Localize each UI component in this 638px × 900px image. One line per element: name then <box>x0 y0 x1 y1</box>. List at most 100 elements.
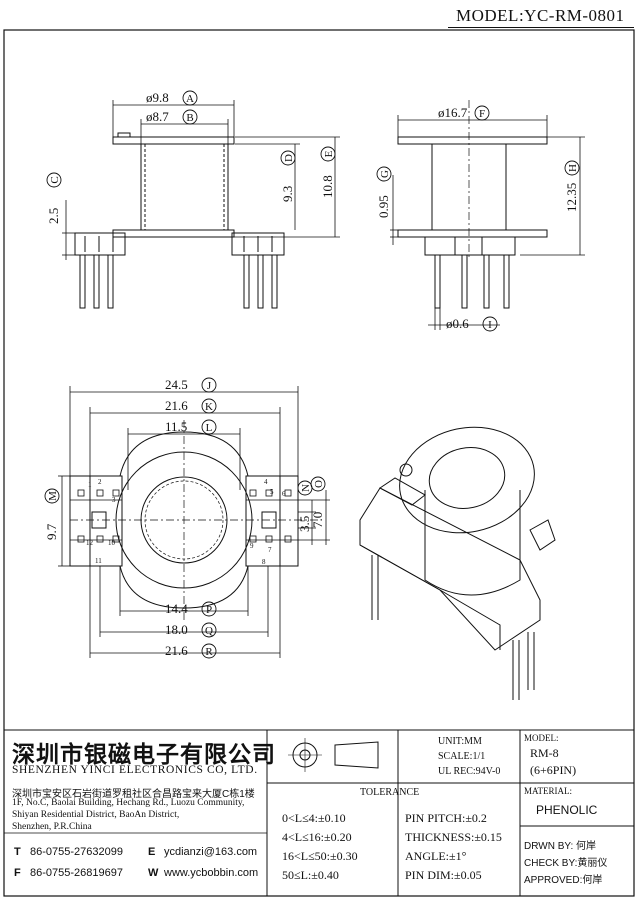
tol-1: 4<L≤16:±0.20 <box>282 830 352 844</box>
tolerance-title: TOLERANCE <box>360 787 420 798</box>
dim-value-R: 21.6 <box>165 643 188 658</box>
company-name-cn: 深圳市银磁电子有限公司 <box>12 742 276 768</box>
dim-Q: 18.0 Q <box>165 622 217 638</box>
dim-value-B: ø8.7 <box>146 109 169 124</box>
pin-pitch: PIN PITCH:±0.2 <box>405 811 487 825</box>
thickness: THICKNESS:±0.15 <box>405 830 502 844</box>
dim-letter-Q: Q <box>205 625 213 637</box>
address-en-3: Shenzhen, P.R.China <box>12 822 92 832</box>
dim-I: ø0.6 I <box>446 316 498 332</box>
dim-letter-C: C <box>49 176 61 183</box>
email-label: E <box>148 846 156 858</box>
dim-B: ø8.7 B <box>146 109 198 125</box>
dim-value-O: 7.0 <box>310 512 325 528</box>
address-cn: 深圳市宝安区石岩街道罗租社区合昌路宝来大厦C栋1楼 <box>12 789 255 800</box>
dim-letter-D: D <box>283 154 295 162</box>
dim-circle-C <box>46 172 62 188</box>
pin-label: 6 <box>282 490 286 498</box>
dim-C: 2.5C <box>46 172 62 224</box>
material-value: PHENOLIC <box>536 803 598 817</box>
dim-circle-E <box>320 146 336 162</box>
dim-circle-A <box>182 90 198 106</box>
top-view <box>58 386 330 658</box>
dim-letter-R: R <box>205 646 213 658</box>
dim-letter-I: I <box>488 319 492 331</box>
front-view <box>62 100 340 309</box>
ul-text: UL REC:94V-0 <box>438 766 501 777</box>
address-en-2: Shiyan Residential District, BaoAn Distr… <box>12 810 180 820</box>
tel-label: T <box>14 846 21 858</box>
side-base-flange <box>397 229 548 238</box>
pins-value: (6+6PIN) <box>530 763 577 777</box>
top-left-tab <box>69 475 123 567</box>
top-left-slot <box>91 511 107 529</box>
check-by: CHECK BY:黄丽仪 <box>524 858 608 869</box>
dim-value-K: 21.6 <box>165 398 188 413</box>
tel-value: 86-0755-27632099 <box>30 846 123 858</box>
dim-circle-Q <box>201 622 217 638</box>
dim-value-I: ø0.6 <box>446 316 469 331</box>
dim-letter-F: F <box>479 108 485 120</box>
dim-value-J: 24.5 <box>165 377 188 392</box>
dim-value-Q: 18.0 <box>165 622 188 637</box>
pin-label: 2 <box>98 478 102 486</box>
pin-dim: PIN DIM:±0.05 <box>405 868 482 882</box>
dim-value-A: ø9.8 <box>146 90 169 105</box>
pin-holes <box>77 489 292 543</box>
dim-circle-M <box>44 488 60 504</box>
dim-letter-M: M <box>47 491 59 501</box>
model-label: MODEL: <box>524 733 559 743</box>
pin-label: 3 <box>112 496 116 504</box>
angle: ANGLE:±1° <box>405 849 467 863</box>
projection-symbol-icon <box>288 738 379 772</box>
model-value: RM-8 <box>530 746 559 760</box>
dim-letter-B: B <box>186 112 193 124</box>
tol-3: 50≤L:±0.40 <box>282 868 339 882</box>
dim-circle-L <box>201 419 217 435</box>
dim-value-M: 9.7 <box>44 523 59 540</box>
dim-circle-G <box>376 166 392 182</box>
front-flange-knob <box>117 132 131 138</box>
dim-L: 11.5 L <box>165 419 217 435</box>
pin-label: 4 <box>264 478 268 486</box>
pin-label: 7 <box>268 546 272 554</box>
web-value[interactable]: www.ycbobbin.com <box>164 867 259 879</box>
dim-value-F: ø16.7 <box>438 105 468 120</box>
side-top-flange <box>397 136 548 145</box>
dim-letter-L: L <box>206 422 213 434</box>
dim-value-L: 11.5 <box>165 419 187 434</box>
pin-label: 11 <box>95 557 102 565</box>
top-core-hole <box>140 476 228 564</box>
company-name-en: SHENZHEN YINCI ELECTRONICS CO, LTD. <box>12 764 258 776</box>
dim-letter-A: A <box>186 93 194 105</box>
dim-letter-G: G <box>379 170 391 178</box>
dim-circle-H <box>564 160 580 176</box>
dim-letter-O: O <box>313 480 325 488</box>
drawn-by: DRWN BY: 何岸 <box>524 841 597 852</box>
dim-circle-P <box>201 601 217 617</box>
dim-letter-H: H <box>567 164 579 172</box>
side-view <box>390 100 585 330</box>
isometric-view <box>359 426 556 700</box>
dim-O: 7.0 O <box>310 476 326 528</box>
dim-H: 12.35H <box>564 160 580 212</box>
top-right-slot <box>261 511 277 529</box>
dim-letter-N: N <box>300 484 312 492</box>
unit-text: UNIT:MM <box>438 736 482 747</box>
scale-text: SCALE:1/1 <box>438 751 486 762</box>
dim-circle-K <box>201 398 217 414</box>
dim-circle-I <box>482 316 498 332</box>
dim-M: 9.7 M <box>44 488 60 540</box>
email-value[interactable]: ycdianzi@163.com <box>164 846 258 858</box>
approved-by: APPROVED:何岸 <box>524 875 603 886</box>
tol-2: 16<L≤50:±0.30 <box>282 849 358 863</box>
web-label: W <box>148 867 159 879</box>
pin-label: 12 <box>86 539 94 547</box>
fax-label: F <box>14 867 21 879</box>
dim-circle-B <box>182 109 198 125</box>
dim-circle-O <box>310 476 326 492</box>
dim-circle-D <box>280 150 296 166</box>
